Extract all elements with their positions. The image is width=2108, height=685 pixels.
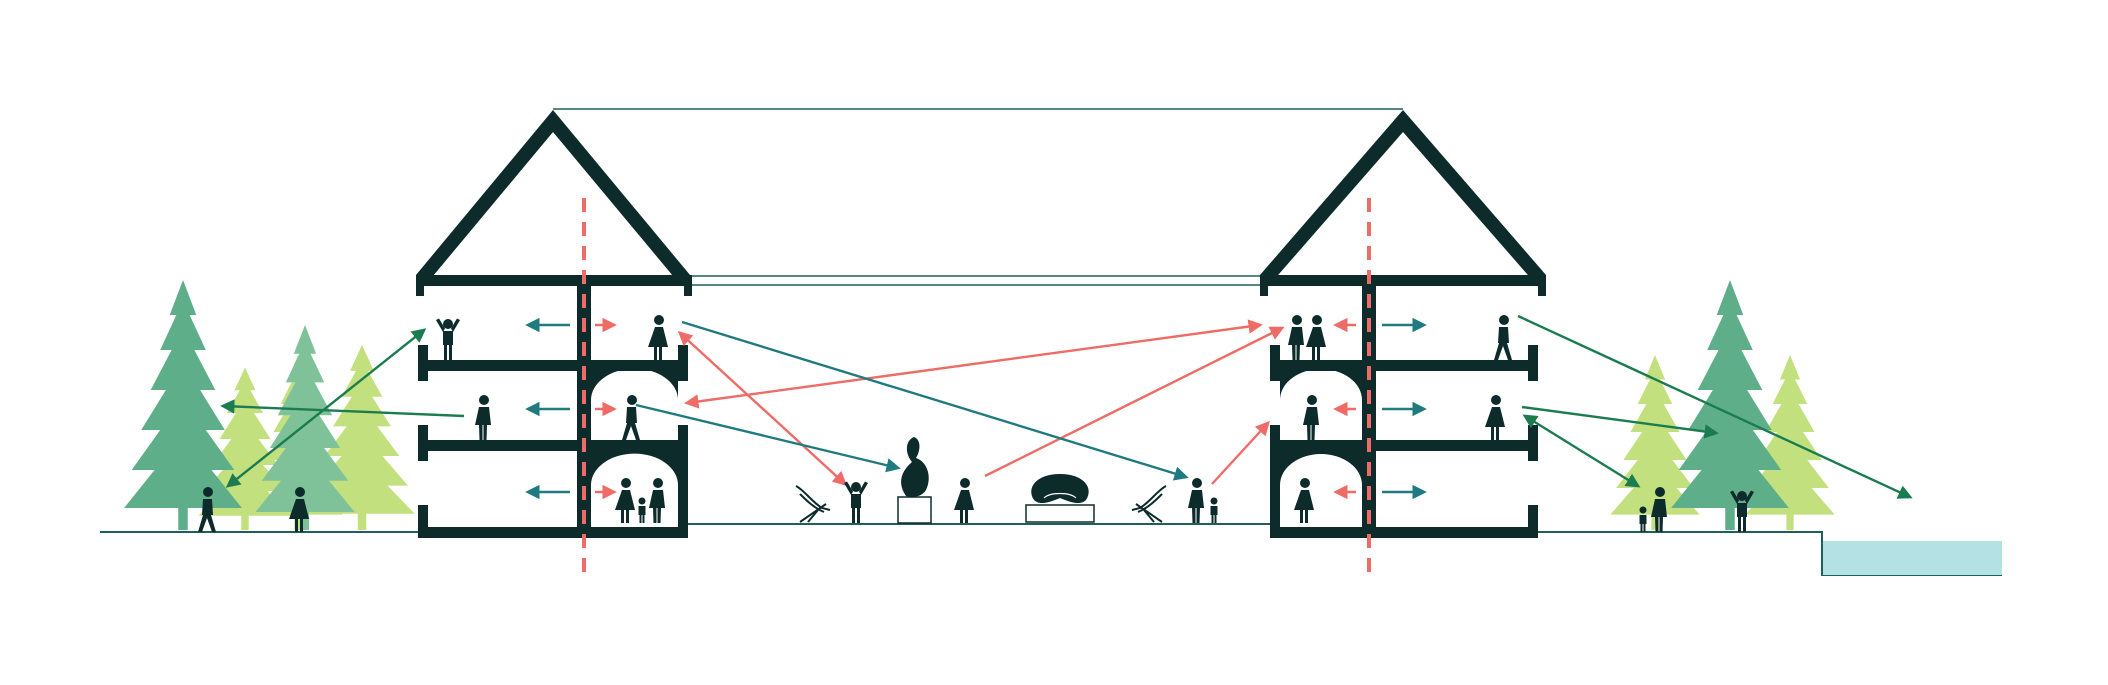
sight-lines — [220, 314, 1913, 499]
trees-right — [1610, 280, 1835, 530]
person-icon — [622, 395, 640, 440]
child-icon — [1210, 497, 1218, 523]
person-icon — [1294, 478, 1314, 523]
person-icon — [1494, 315, 1512, 360]
internal-arrows — [525, 317, 1427, 500]
lounge-chair-icon — [795, 485, 831, 523]
people — [198, 315, 1754, 532]
person-icon — [649, 478, 665, 523]
visual-axes — [582, 198, 1371, 580]
person-icon — [844, 481, 868, 523]
person-icon — [954, 478, 974, 523]
person-icon — [1485, 395, 1505, 440]
tree-icon — [255, 325, 355, 530]
building-right — [1260, 110, 1546, 538]
child-icon — [638, 497, 646, 523]
person-icon — [1188, 478, 1204, 523]
person-icon — [1303, 395, 1319, 440]
trees-left — [124, 280, 415, 530]
lounge-chair-icon — [1131, 485, 1167, 523]
pool-icon — [1823, 541, 2002, 575]
ground — [100, 523, 2002, 576]
person-icon — [436, 318, 460, 360]
person-icon — [615, 478, 635, 523]
roof-connection — [553, 108, 1403, 286]
person-icon — [1306, 315, 1326, 360]
person-icon — [475, 395, 491, 440]
person-icon — [648, 315, 668, 360]
child-icon — [1639, 506, 1647, 532]
plaza-objects — [795, 437, 1167, 524]
sculpture-icon — [1025, 474, 1095, 523]
tree-icon — [1671, 280, 1789, 530]
person-icon — [1288, 315, 1304, 360]
sculpture-icon — [897, 437, 932, 524]
